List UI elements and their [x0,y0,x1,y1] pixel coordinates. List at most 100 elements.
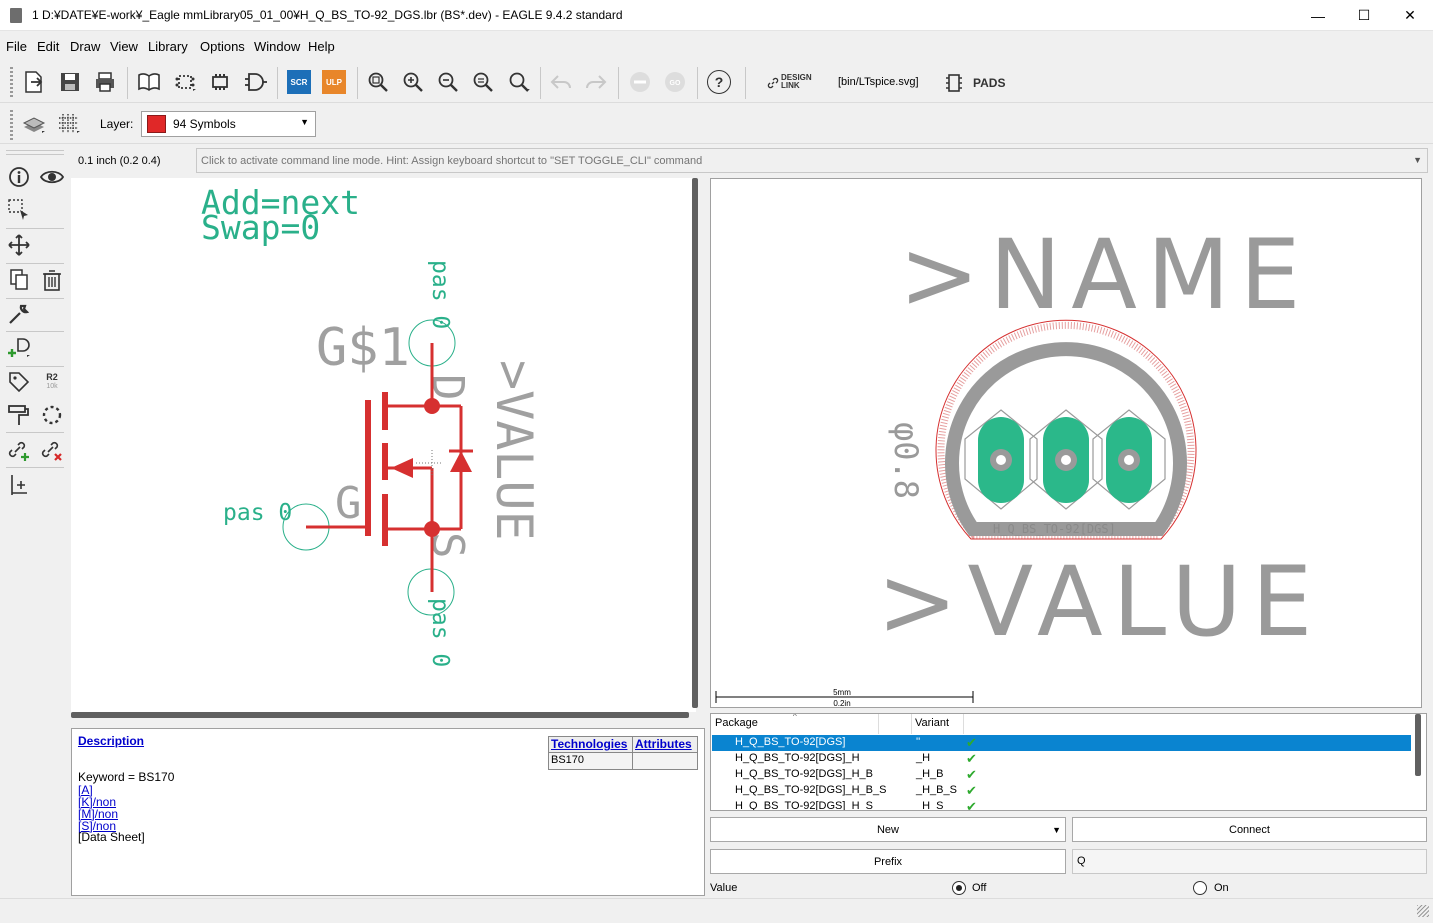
menu-file[interactable]: File [6,39,27,54]
toolbar-separator [357,67,358,99]
group-select-icon[interactable] [7,198,31,222]
undo-icon[interactable] [549,70,573,94]
description-link[interactable]: Description [78,734,145,748]
name-tag-icon[interactable] [7,370,31,394]
menu-edit[interactable]: Edit [37,39,60,54]
ulp-button[interactable]: ULP [322,70,346,94]
zoom-redraw-icon[interactable] [471,70,495,94]
device-icon[interactable] [173,70,197,94]
close-button[interactable]: ✕ [1404,7,1416,23]
help-icon[interactable]: ? [707,70,731,94]
connect-remove-icon[interactable] [40,438,64,462]
menu-draw[interactable]: Draw [70,39,101,54]
move-icon[interactable] [7,233,31,257]
technologies-header[interactable]: Technologies [551,737,628,751]
package-row[interactable]: H_Q_BS_TO-92[DGS]_H _H ✔ [712,751,1411,767]
pads-button[interactable]: PADS [973,76,1006,90]
check-icon: ✔ [966,735,977,750]
variant-column-header[interactable]: Variant [915,717,950,729]
stop-icon[interactable] [628,70,652,94]
package-list-scrollbar[interactable] [1415,714,1421,776]
wrench-icon[interactable] [7,302,31,326]
layer-select-value: 94 Symbols [173,117,236,131]
info-icon[interactable] [7,165,31,189]
package-row[interactable]: H_Q_BS_TO-92[DGS]_H_B_S _H_B_S ✔ [712,783,1411,799]
body-diode [450,451,472,472]
save-icon[interactable] [58,70,82,94]
layer-color-swatch [147,115,166,133]
value-on-radio[interactable] [1193,881,1207,895]
value-tool-sublabel: 10k [46,383,58,390]
zoom-out-icon[interactable] [436,70,460,94]
package-row[interactable]: H_Q_BS_TO-92[DGS]_H_S _H_S ✔ [712,799,1411,811]
chevron-down-icon[interactable]: ▼ [1413,155,1422,165]
menu-view[interactable]: View [110,39,138,54]
menu-options[interactable]: Options [200,39,245,54]
command-line[interactable]: ▼ [196,148,1428,173]
package-icon[interactable] [208,70,232,94]
value-off-radio[interactable] [952,881,966,895]
minimize-button[interactable]: — [1311,7,1325,24]
column-divider [911,714,912,734]
new-button[interactable]: New ▼ [710,817,1066,842]
command-input[interactable] [201,152,1401,169]
go-icon[interactable]: GO [663,70,687,94]
connect-add-icon[interactable] [7,438,31,462]
package-column-header[interactable]: Package [715,717,758,729]
show-eye-icon[interactable] [40,165,64,189]
prefix-button[interactable]: Prefix [710,849,1066,874]
package-row-name: H_Q_BS_TO-92[DGS]_H_S [735,800,873,811]
redo-icon[interactable] [584,70,608,94]
smash-icon[interactable] [40,403,64,427]
menu-help[interactable]: Help [308,39,335,54]
zoom-select-icon[interactable] [507,70,531,94]
package-row-name: H_Q_BS_TO-92[DGS]_H_B_S [735,784,887,796]
layers-icon[interactable] [22,112,46,136]
layer-label: Layer: [100,117,134,131]
script-button[interactable]: SCR [287,70,311,94]
menu-library[interactable]: Library [148,39,188,54]
description-link-s[interactable]: [S]/non [78,819,117,833]
technology-bs170[interactable]: BS170 [551,754,585,766]
symbol-horizontal-scrollbar[interactable] [71,712,689,718]
open-file-icon[interactable] [22,70,46,94]
library-book-icon[interactable] [137,70,161,94]
description-link-k[interactable]: [K]/non [78,795,117,809]
grid-icon[interactable] [57,112,81,136]
add-gate-icon[interactable] [7,335,31,359]
description-link-m[interactable]: [M]/non [78,807,119,821]
toolbar-separator [6,150,64,151]
delete-trash-icon[interactable] [40,268,64,292]
chevron-down-icon[interactable]: ▼ [1052,825,1061,835]
paint-roller-icon[interactable] [7,403,31,427]
design-link-button[interactable]: DESIGN LINK [781,74,812,90]
package-row[interactable]: H_Q_BS_TO-92[DGS]_H_B _H_B ✔ [712,767,1411,783]
prefix-field[interactable]: Q [1072,849,1427,874]
connect-button[interactable]: Connect [1072,817,1427,842]
resize-grip[interactable] [1417,905,1429,917]
copy-icon[interactable] [7,268,31,292]
zoom-in-icon[interactable] [401,70,425,94]
symbol-icon[interactable] [244,70,268,94]
svg-text:GO: GO [670,80,681,87]
toolbar-separator [6,331,64,332]
dimension-icon[interactable] [7,473,31,497]
maximize-button[interactable]: ☐ [1357,7,1371,23]
package-row-name: H_Q_BS_TO-92[DGS]_H_B [735,768,873,780]
layer-select[interactable]: 94 Symbols ▼ [141,111,316,137]
symbol-canvas[interactable]: Add=next Swap=0 G$1 >VALUE D G S pas 0 p… [71,178,696,712]
layer-toolbar: Layer: 94 Symbols ▼ [0,104,1433,144]
value-tool-button[interactable]: R2 10k [42,373,62,391]
design-link-label-top: DESIGN [781,73,812,82]
toolbar-separator [745,67,746,99]
pad-group [964,409,1166,510]
zoom-fit-icon[interactable] [366,70,390,94]
package-outline-outer [935,319,1197,540]
print-icon[interactable] [93,70,117,94]
ltspice-script-button[interactable]: [bin/LTspice.svg] [838,76,919,88]
description-link-a[interactable]: [A] [78,783,93,797]
symbol-vertical-scrollbar[interactable] [692,178,698,708]
package-row[interactable]: H_Q_BS_TO-92[DGS] '' ✔ [712,735,1411,751]
menu-window[interactable]: Window [254,39,301,54]
attributes-header[interactable]: Attributes [635,737,692,751]
